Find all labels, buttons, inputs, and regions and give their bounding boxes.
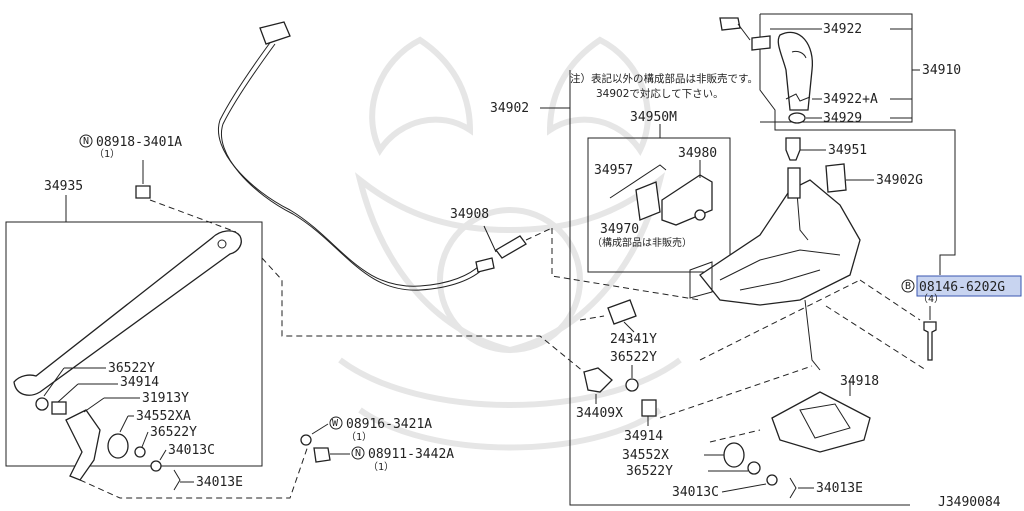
nut-icon	[135, 185, 151, 199]
label-34013c-a: 34013C	[672, 485, 719, 500]
prefix-08911: N	[355, 448, 361, 459]
label-36522y-b: 36522Y	[626, 464, 673, 479]
highlight-08146	[916, 275, 1022, 297]
label-34929: 34929	[823, 111, 862, 126]
label-34902g: 34902G	[876, 173, 923, 188]
cover-34918	[771, 391, 871, 453]
label-34922a: 34922+A	[823, 92, 878, 107]
knob-ring	[788, 112, 806, 124]
qty-08916: （1）	[346, 431, 372, 443]
control-cable-34908: 34908	[218, 21, 553, 291]
label-24341y: 24341Y	[610, 332, 657, 347]
block-34970	[635, 181, 661, 221]
washer-08916: W 08916-3421A （1）	[300, 416, 432, 446]
bushing-34409x	[583, 367, 613, 393]
label-36522y-c: 36522Y	[108, 361, 155, 376]
bolt-icon	[923, 321, 937, 361]
cable-end-bottom	[475, 257, 495, 273]
label-36522y-d: 36522Y	[150, 425, 197, 440]
bolt-08146: B 08146-6202G （4）	[901, 275, 1022, 361]
note-line-1: 注）表記以外の構成部品は非販売です。	[570, 72, 758, 85]
nut-08911: N 08911-3442A （1）	[313, 446, 454, 473]
label-34013e-a: 34013E	[816, 481, 863, 496]
knob-group: 34922 34910 34922+A 34929	[719, 13, 961, 275]
nut-08918: N 08918-3401A （1）	[79, 134, 237, 233]
note-block: 注）表記以外の構成部品は非販売です。 34902で対応して下さい。	[570, 72, 758, 100]
knob-screw	[719, 17, 741, 31]
qty-08918: （1）	[94, 148, 120, 160]
linkage-34935: 34935 36522Y 34914 31913Y 34552XA 36522Y…	[5, 179, 585, 499]
label-34970-note: （構成部品は非販売）	[592, 236, 692, 249]
rod-34957	[609, 164, 667, 199]
label-34918: 34918	[840, 374, 879, 389]
selector-body	[699, 179, 861, 306]
label-34552x: 34552X	[622, 448, 669, 463]
label-34914-b: 34914	[120, 375, 159, 390]
pin-34951	[785, 137, 801, 161]
label-34970: 34970	[600, 222, 639, 237]
label-36522y-a: 36522Y	[610, 350, 657, 365]
bushing-34552xa	[107, 433, 129, 459]
code-08911: 08911-3442A	[368, 447, 454, 462]
qty-08911: （1）	[368, 461, 394, 473]
collar-34914	[641, 399, 657, 417]
label-34902: 34902	[490, 101, 529, 116]
prefix-08916: W	[332, 418, 339, 429]
label-34935: 34935	[44, 179, 83, 194]
code-08918: 08918-3401A	[96, 135, 182, 150]
qty-08146: （4）	[918, 293, 944, 305]
knob-spring	[751, 35, 771, 51]
connector-24341y	[607, 299, 637, 325]
shift-knob	[777, 31, 814, 111]
bushing-34552x	[723, 442, 745, 468]
note-line-2: 34902で対応して下さい。	[596, 87, 724, 100]
label-34914-a: 34914	[624, 429, 663, 444]
label-34980: 34980	[678, 146, 717, 161]
label-34910: 34910	[922, 63, 961, 78]
bulb-34902g	[825, 163, 847, 193]
rod-34935	[13, 230, 242, 396]
diagram-id: J3490084	[938, 495, 1001, 510]
label-34552xa: 34552XA	[136, 409, 191, 424]
code-08916: 08916-3421A	[346, 417, 432, 432]
label-34908: 34908	[450, 207, 489, 222]
lever-31913y	[65, 409, 101, 481]
label-34922: 34922	[823, 22, 862, 37]
label-34957: 34957	[594, 163, 633, 178]
label-34013e-b: 34013E	[196, 475, 243, 490]
code-08146[interactable]: 08146-6202G	[919, 280, 1005, 295]
prefix-08918: N	[83, 136, 89, 147]
label-31913y: 31913Y	[142, 391, 189, 406]
cable-end-top	[259, 21, 291, 45]
selector-assembly-box: 34902 34950M 34957 34980 34970 （構成部品は非販売…	[490, 70, 927, 506]
selector-lever-top	[787, 167, 801, 199]
prefix-08146: B	[905, 281, 911, 292]
label-34013c-b: 34013C	[168, 443, 215, 458]
label-34950m: 34950M	[630, 110, 677, 125]
label-34409x: 34409X	[576, 406, 623, 421]
label-34951: 34951	[828, 143, 867, 158]
